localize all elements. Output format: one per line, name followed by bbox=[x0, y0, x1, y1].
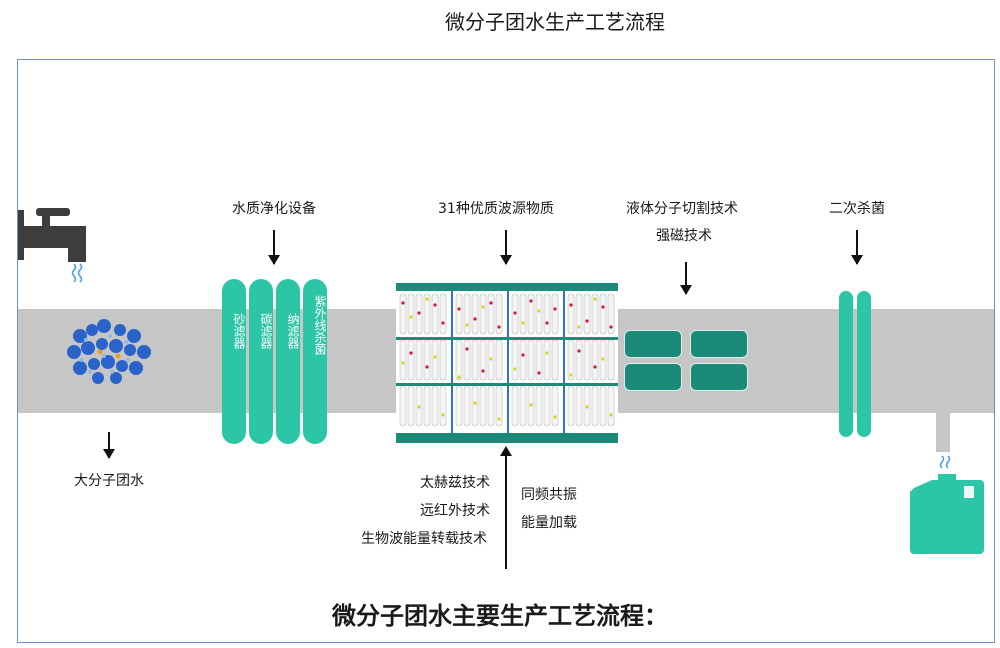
cutting-label: 液体分子切割技术 bbox=[626, 201, 738, 217]
arrow-down-icon bbox=[851, 230, 863, 265]
water-container-icon bbox=[910, 455, 984, 554]
molecule-cluster-icon bbox=[67, 319, 151, 384]
resonance-label: 同频共振 bbox=[521, 487, 577, 503]
sand-filter: 砂滤器 bbox=[222, 279, 246, 444]
arrow-down-icon bbox=[500, 230, 512, 265]
arrow-down-icon bbox=[103, 432, 115, 459]
magnet-block bbox=[690, 363, 748, 391]
sterilizer-tube bbox=[839, 291, 853, 437]
carbon-filter: 碳滤器 bbox=[249, 279, 273, 444]
energy-label: 能量加载 bbox=[521, 515, 577, 531]
faucet-icon bbox=[18, 208, 86, 283]
arrow-up-icon bbox=[500, 446, 512, 569]
diagram-frame bbox=[17, 59, 995, 643]
footer-title: 微分子团水主要生产工艺流程： bbox=[332, 602, 668, 630]
technique-far-infrared: 远红外技术 bbox=[420, 503, 490, 519]
wave-source-module bbox=[396, 283, 618, 443]
technique-terahertz: 太赫兹技术 bbox=[420, 475, 490, 491]
uv-sterilizer: 紫外线杀菌 bbox=[303, 279, 327, 444]
technique-biowave: 生物波能量转载技术 bbox=[361, 531, 487, 547]
sterilizer-tube bbox=[857, 291, 871, 437]
magnet-block bbox=[624, 363, 682, 391]
arrow-down-icon bbox=[268, 230, 280, 265]
magnet-block bbox=[690, 330, 748, 358]
arrow-down-icon bbox=[680, 262, 692, 295]
outlet-pipe bbox=[936, 412, 950, 452]
magnetic-label: 强磁技术 bbox=[656, 228, 712, 244]
purification-label: 水质净化设备 bbox=[232, 201, 316, 217]
nano-filter: 纳滤器 bbox=[276, 279, 300, 444]
diagram-title: 微分子团水生产工艺流程 bbox=[445, 10, 665, 34]
wave-source-label: 31种优质波源物质 bbox=[438, 201, 554, 217]
input-water-label: 大分子团水 bbox=[74, 473, 144, 489]
magnet-block bbox=[624, 330, 682, 358]
sterilize-label: 二次杀菌 bbox=[829, 201, 885, 217]
